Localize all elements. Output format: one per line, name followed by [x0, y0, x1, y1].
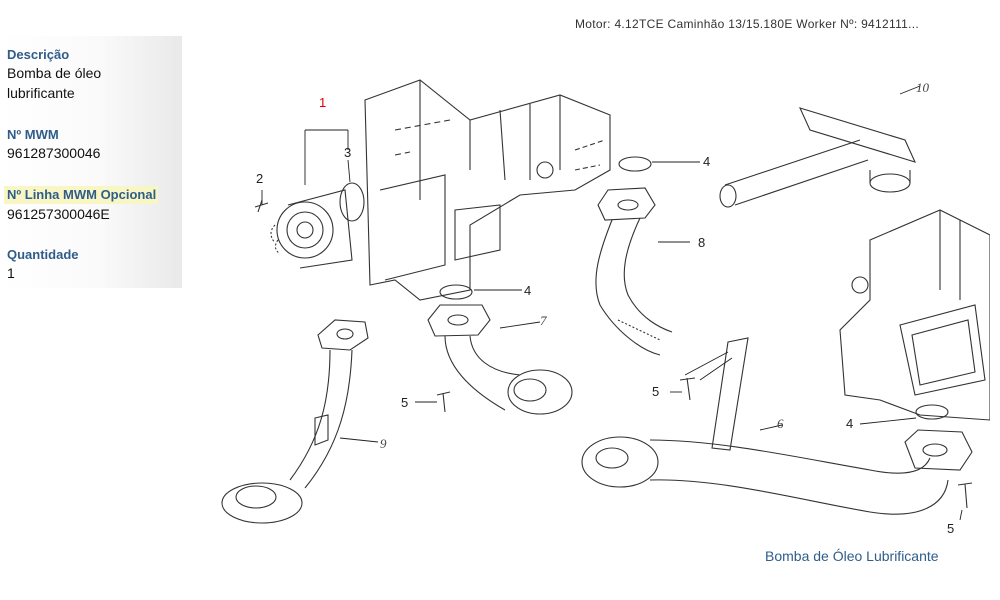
- callout-4-top: 4: [703, 154, 710, 169]
- descricao-field: Descrição Bomba de óleo lubrificante: [7, 47, 127, 103]
- callout-1: 1: [319, 95, 326, 110]
- callout-6: 6: [777, 416, 784, 431]
- oil-pump-drawing: [270, 189, 353, 269]
- o-ring-item-4b: [439, 284, 473, 300]
- tube-item-6-drawing: [581, 337, 973, 515]
- bolt-item-5c: [957, 482, 973, 509]
- callout-8: 8: [698, 235, 705, 250]
- mwm-value: 961287300046: [7, 145, 101, 161]
- callout-5-left: 5: [401, 395, 408, 410]
- linha-opcional-value: 961257300046E: [7, 206, 110, 222]
- descricao-value: Bomba de óleo lubrificante: [7, 65, 102, 101]
- linha-opcional-label: Nº Linha MWM Opcional: [4, 186, 159, 204]
- callout-leader-lines: [261, 85, 963, 521]
- bolt-item-5b: [679, 377, 696, 401]
- quantidade-field: Quantidade 1: [7, 247, 79, 283]
- quantidade-label: Quantidade: [7, 247, 79, 262]
- tube-item-10-drawing: [719, 107, 917, 208]
- callout-5-right: 5: [947, 521, 954, 536]
- engine-block-drawing: [364, 79, 611, 301]
- tube-item-9-drawing: [221, 319, 369, 524]
- tube-item-7-drawing: [427, 304, 573, 415]
- callout-7: 7: [540, 313, 547, 328]
- part-details-panel: Descrição Bomba de óleo lubrificante Nº …: [0, 36, 182, 288]
- callout-10: 10: [916, 80, 930, 95]
- callout-9: 9: [380, 436, 387, 451]
- callout-4-middle: 4: [524, 283, 531, 298]
- exploded-parts-diagram: 1 2 3 4 4 4 5 5 5 6 7 8 9 10: [221, 79, 990, 536]
- callout-3: 3: [344, 145, 351, 160]
- bolt-item-2: [254, 199, 269, 213]
- linha-opcional-field: Nº Linha MWM Opcional 961257300046E: [4, 186, 159, 224]
- callout-5-middle: 5: [652, 384, 659, 399]
- o-ring-item-4c: [915, 404, 949, 420]
- bolt-item-5a: [436, 391, 451, 413]
- callout-2: 2: [256, 171, 263, 186]
- motor-info-header: Motor: 4.12TCE Caminhão 13/15.180E Worke…: [575, 17, 920, 31]
- engine-block-right-drawing: [839, 209, 990, 421]
- o-ring-item-4a: [618, 156, 652, 172]
- callout-4-right: 4: [846, 416, 853, 431]
- o-ring-item-3: [339, 182, 365, 222]
- diagram-caption-link[interactable]: Bomba de Óleo Lubrificante: [765, 548, 939, 564]
- mwm-field: Nº MWM 961287300046: [7, 127, 100, 163]
- quantidade-value: 1: [7, 265, 15, 281]
- mwm-label: Nº MWM: [7, 127, 59, 142]
- descricao-label: Descrição: [7, 47, 70, 62]
- tube-item-8-drawing: [595, 187, 673, 356]
